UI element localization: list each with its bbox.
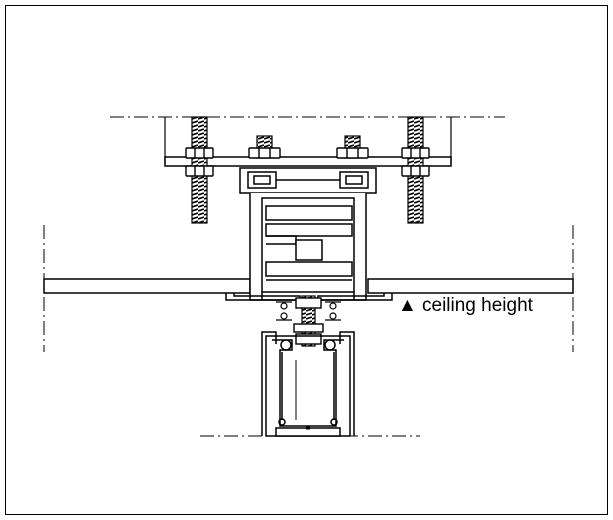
- drawing-frame: [5, 5, 608, 515]
- mounting-plate: [164, 117, 452, 167]
- ceiling-height-label: ceiling height: [422, 295, 534, 316]
- panel-head: [261, 331, 355, 437]
- hex-nuts: [185, 147, 430, 177]
- track-profile: [225, 167, 393, 301]
- ceiling-panels: [43, 278, 574, 294]
- seal-rollers: [276, 301, 341, 321]
- ceiling-height-marker: ▲: [398, 295, 417, 316]
- hanger-rod: [293, 295, 324, 347]
